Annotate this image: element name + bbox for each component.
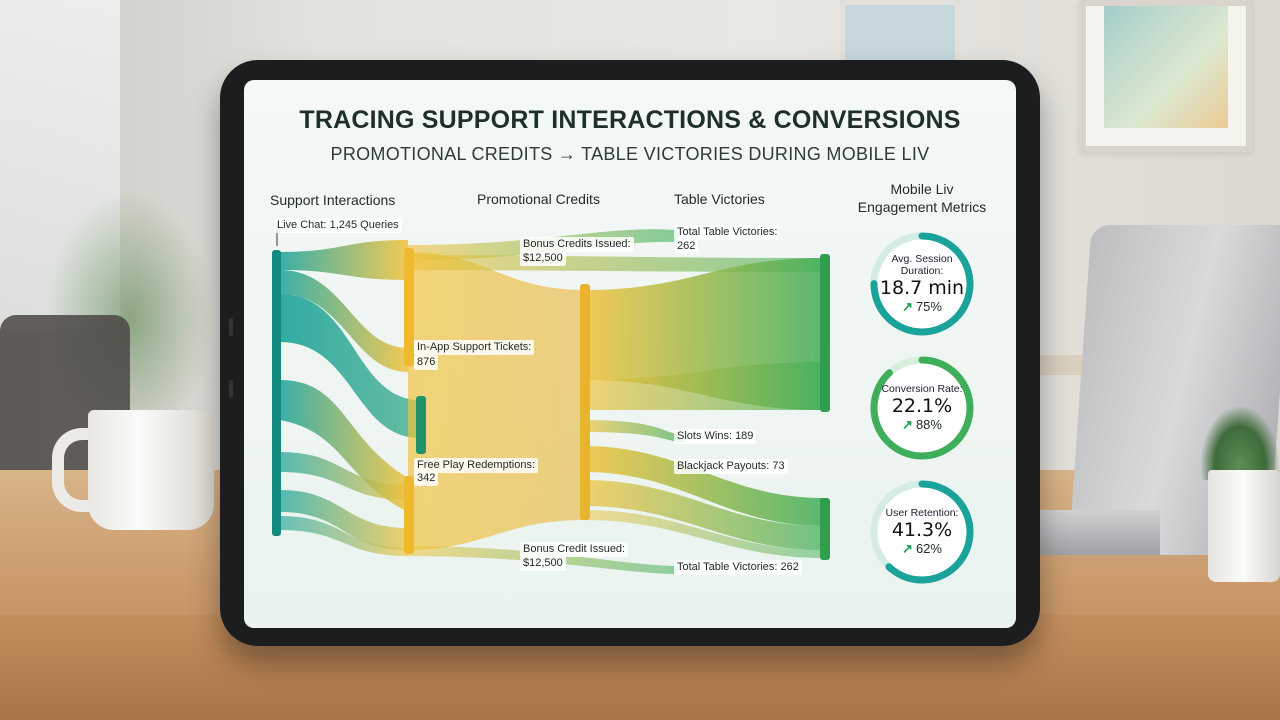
metric-ring-retention: User Retention: 41.3% ↗62% [868, 478, 976, 586]
metric-value: 18.7 min [879, 277, 965, 299]
flow-support-to-credits [280, 490, 408, 550]
label-slots-wins: Slots Wins: 189 [674, 429, 757, 444]
metrics-title: Mobile Liv Engagement Metrics [842, 180, 1002, 216]
sankey-diagram [272, 222, 830, 574]
flow-credits-bulk [408, 252, 584, 550]
coffee-mug [88, 410, 214, 530]
column-header-support: Support Interactions [270, 192, 396, 208]
diagram-title: TRACING SUPPORT INTERACTIONS & CONVERSIO… [299, 106, 961, 134]
metric-label-cont: Duration: [900, 265, 944, 277]
metrics-title-line-2: Engagement Metrics [857, 199, 987, 215]
node-credits-bottom [404, 476, 414, 554]
metric-label: User Retention: [885, 507, 959, 519]
flow-live-chat-to-credits [280, 240, 408, 280]
metric-delta: 62% [915, 541, 942, 556]
plant-pot [1208, 470, 1280, 582]
succulent-plant [1200, 405, 1280, 480]
label-free-play: Free Play Redemptions: [414, 458, 538, 473]
tablet-side-button [229, 380, 233, 398]
trend-up-icon: ↗ [902, 299, 913, 314]
flow-credits-to-slots [584, 420, 684, 442]
node-victories-top [820, 254, 830, 412]
node-credits-top [404, 248, 414, 366]
progress-ring [870, 232, 974, 336]
flow-credits-to-victories-main [584, 362, 824, 410]
laptop-base [1040, 510, 1160, 555]
node-credits-mid [416, 396, 426, 454]
metric-label: Conversion Rate: [881, 383, 963, 395]
flow-support-to-tickets [280, 294, 420, 438]
label-bonus-credit-bottom-value: $12,500 [520, 556, 566, 571]
flow-credits-to-blackjack [584, 446, 824, 526]
column-header-victories: Table Victories [674, 191, 765, 207]
metric-delta: 75% [915, 299, 942, 314]
flow-credits-to-victories-top [408, 255, 822, 272]
metric-ring-conversion: Conversion Rate: 22.1% ↗88% [868, 354, 976, 462]
column-header-credits: Promotional Credits [477, 191, 600, 207]
metric-value: 41.3% [891, 519, 953, 541]
metric-value: 22.1% [891, 395, 953, 417]
trend-up-icon: ↗ [902, 417, 913, 432]
metric-delta: 88% [915, 417, 942, 432]
flow-credits-to-total-bottom [584, 510, 824, 558]
metrics-title-line-1: Mobile Liv [890, 181, 954, 197]
flow-support-to-free-play [280, 452, 408, 500]
label-live-chat: Live Chat: 1,245 Queries [274, 218, 402, 233]
node-support [272, 250, 281, 536]
progress-ring [870, 356, 974, 460]
metric-ring-session: Avg. Session Duration: 18.7 min ↗75% [868, 230, 976, 338]
wall-picture [1080, 0, 1252, 152]
label-in-app-tickets: In-App Support Tickets: [414, 340, 535, 355]
trend-up-icon: ↗ [902, 541, 913, 556]
tablet-side-button [229, 318, 233, 336]
label-total-victories-top-value: 262 [674, 239, 699, 254]
flow-live-chat-to-credits [280, 270, 408, 372]
label-total-victories-top: Total Table Victories: [674, 225, 781, 240]
label-bonus-credits-top-value: $12,500 [520, 251, 566, 266]
metric-label: Avg. Session [891, 253, 953, 265]
progress-ring [870, 480, 974, 584]
flow-support-to-credits [280, 516, 408, 556]
label-blackjack-payouts: Blackjack Payouts: 73 [674, 459, 788, 474]
label-bonus-credit-bottom: Bonus Credit Issued: [520, 542, 629, 557]
node-victories-bottom [820, 498, 830, 560]
flow-credits-to-total [584, 480, 824, 550]
node-credits-center [580, 284, 590, 520]
diagram-subtitle: PROMOTIONAL CREDITS → TABLE VICTORIES DU… [330, 144, 930, 164]
label-total-victories-bottom: Total Table Victories: 262 [674, 560, 802, 575]
flow-support-to-free-play [280, 380, 408, 512]
label-free-play-value: 342 [414, 471, 439, 486]
label-bonus-credits-top: Bonus Credits Issued: [520, 237, 634, 252]
label-in-app-tickets-value: 876 [414, 355, 439, 370]
tablet-screen: TRACING SUPPORT INTERACTIONS & CONVERSIO… [244, 80, 1016, 628]
